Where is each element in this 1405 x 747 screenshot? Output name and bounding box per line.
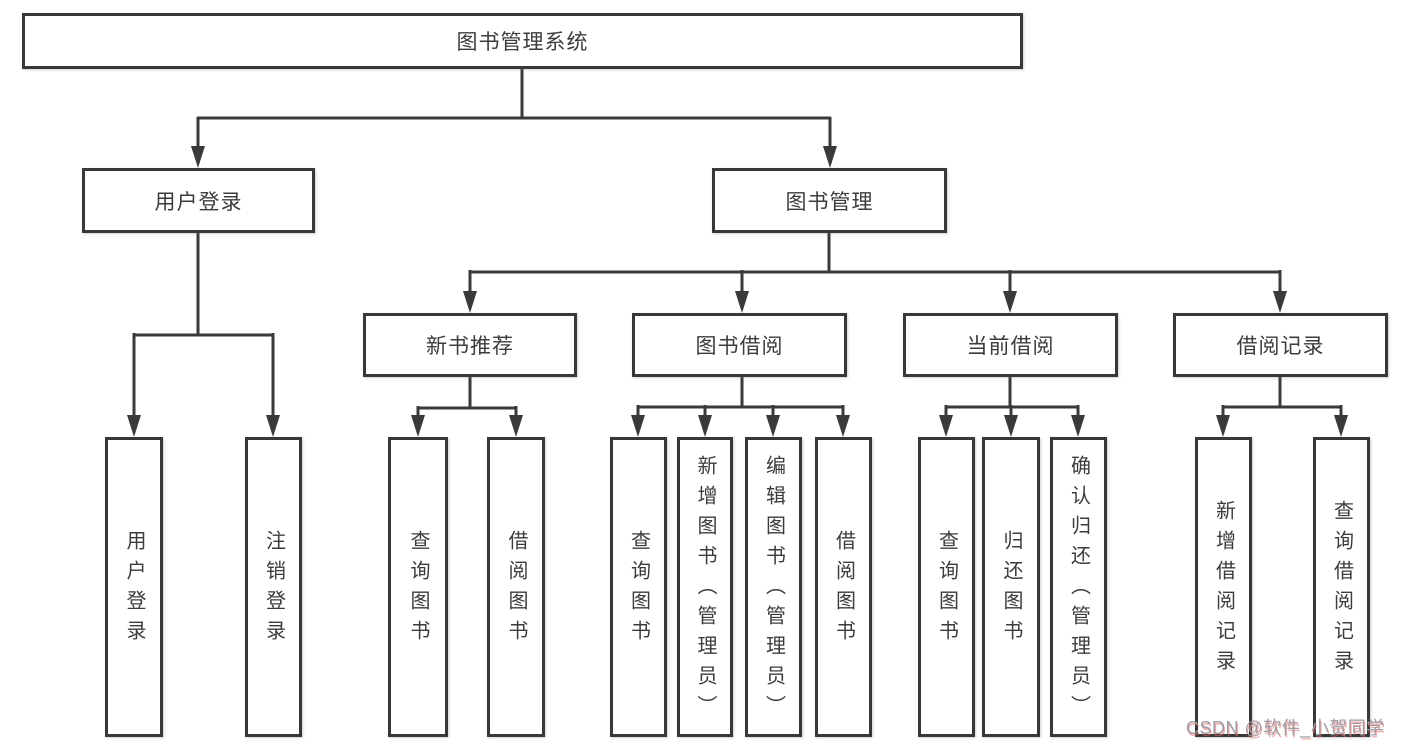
leaf-label: 注销登录	[262, 530, 285, 650]
leaf-label: 归还图书	[1000, 530, 1022, 650]
leaf-borrow-books: 借阅图书	[815, 437, 872, 737]
node-book-management: 图书管理	[712, 168, 947, 233]
node-root-label: 图书管理系统	[456, 31, 589, 54]
leaf-user-login: 用户登录	[105, 437, 163, 737]
node-book-management-label: 图书管理	[785, 190, 874, 214]
leaf-label: 查询图书	[627, 530, 650, 650]
leaf-add-books-admin: 新增图书（管理员）	[677, 437, 733, 737]
node-user-login-label: 用户登录	[154, 190, 243, 214]
csdn-watermark: CSDN @软件_小贺同学	[1186, 718, 1385, 738]
leaf-label: 借阅图书	[832, 530, 855, 650]
leaf-query-books-current: 查询图书	[918, 437, 975, 737]
node-user-login: 用户登录	[82, 168, 315, 233]
leaf-logout: 注销登录	[245, 437, 302, 737]
node-book-borrowing: 图书借阅	[632, 313, 847, 377]
leaf-borrow-books-recommend: 借阅图书	[487, 437, 545, 737]
leaf-label: 用户登录	[123, 530, 145, 650]
leaf-label: 编辑图书（管理员）	[762, 455, 785, 725]
leaf-label: 新增图书（管理员）	[694, 455, 716, 725]
leaf-query-books-borrowing: 查询图书	[610, 437, 667, 737]
leaf-query-borrow-record: 查询借阅记录	[1313, 437, 1370, 737]
node-new-book-recommendation-label: 新书推荐	[426, 335, 514, 358]
node-current-borrowing-label: 当前借阅	[966, 335, 1055, 358]
leaf-label: 查询借阅记录	[1330, 500, 1353, 680]
arrowheads	[127, 146, 1348, 437]
node-book-borrowing-label: 图书借阅	[695, 335, 784, 358]
leaf-add-borrow-record: 新增借阅记录	[1195, 437, 1252, 737]
leaf-label: 查询图书	[407, 530, 429, 650]
leaf-label: 新增借阅记录	[1212, 500, 1235, 680]
leaf-confirm-return-admin: 确认归还（管理员）	[1050, 437, 1107, 737]
leaf-query-books-recommend: 查询图书	[388, 437, 448, 737]
leaf-edit-books-admin: 编辑图书（管理员）	[745, 437, 802, 737]
node-root-system: 图书管理系统	[22, 13, 1023, 69]
node-borrowing-records: 借阅记录	[1173, 313, 1388, 377]
leaf-label: 查询图书	[935, 530, 958, 650]
node-current-borrowing: 当前借阅	[903, 313, 1118, 377]
leaf-label: 确认归还（管理员）	[1067, 455, 1090, 725]
node-new-book-recommendation: 新书推荐	[363, 313, 577, 377]
leaf-label: 借阅图书	[505, 530, 527, 650]
leaf-return-books: 归还图书	[982, 437, 1040, 737]
node-borrowing-records-label: 借阅记录	[1236, 335, 1325, 358]
